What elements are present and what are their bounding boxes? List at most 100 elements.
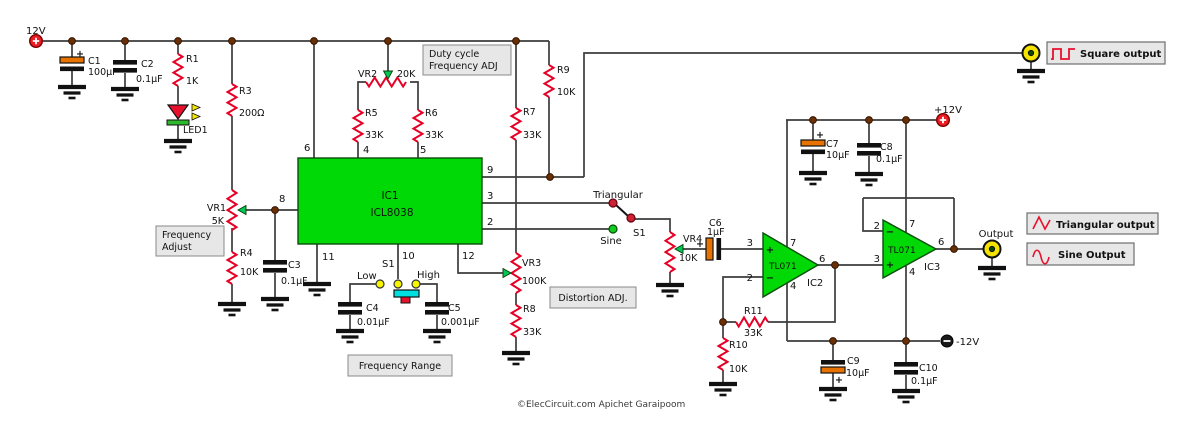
selector-pole-contact [626,213,636,223]
ic1-pin8: 8 [279,194,285,205]
ic2-pin7: 7 [790,238,796,249]
pot-vr3 [510,252,522,294]
junction-dot [174,37,182,45]
s1-freq-ref: S1 [382,259,395,270]
c4-value: 0.01µF [357,317,390,328]
callout-frequency-adjust [155,225,225,257]
wire-ic1-bottom [316,81,503,329]
ic2-plus-sign: + [766,245,774,256]
junction-dots [68,37,958,345]
c2-ref: C2 [141,59,154,70]
output-label: Output [979,229,1014,240]
c6-value: 1µF [707,227,725,238]
junction-dot [831,261,839,269]
ic2-minus-sign: − [766,273,774,284]
ic2-part: TL071 [768,262,797,272]
junction-dot [719,318,727,326]
vr2-value: 20K [397,69,416,80]
r4-ref: R4 [240,248,253,259]
wire-opamp-section [722,119,993,389]
c8-ref: C8 [880,142,893,153]
ground-icon [799,173,827,184]
resistor-r10 [717,337,729,371]
ic3-opamp-body [882,218,938,280]
callout-square-output [1046,41,1166,65]
triangular-output-label: Triangular output [1056,220,1155,231]
ic1-ref: IC1 [381,190,398,202]
r10-ref: R10 [729,340,748,351]
c9-value: 10µF [846,368,870,379]
ground-icon [855,174,883,185]
ground-icon [819,389,847,400]
resistor-r3 [226,83,238,117]
jack-main-output [982,239,1002,259]
c9-polarity: + [835,375,843,386]
callout-frequency-range [347,354,453,377]
ic1-pin3: 3 [487,191,493,202]
ground-icon [1017,71,1045,82]
vr1-wiper-arrow-icon [237,204,247,216]
junction-dot [271,206,279,214]
sine-output-label: Sine Output [1058,250,1126,261]
triangular-label: Triangular [592,190,644,201]
capacitor-c6 [705,237,722,261]
r7-ref: R7 [523,107,536,118]
ground-icon [218,304,246,315]
r7-value: 33K [523,130,542,141]
ic1-body [297,157,483,245]
r3-ref: R3 [239,86,252,97]
junction-dot [865,116,873,124]
ground-icon [502,353,530,364]
square-output-label: Square output [1080,49,1161,60]
pot-vr1 [226,189,238,231]
r9-ref: R9 [557,65,570,76]
c4-ref: C4 [366,303,379,314]
sine-label: Sine [600,236,622,247]
junction-dot [950,245,958,253]
ground-icon [656,285,684,296]
junction-dot [310,37,318,45]
r1-value: 1K [186,76,199,87]
triangle-wave-icon [1032,215,1051,231]
ic3-pin6: 6 [938,237,944,248]
selector-arm [615,204,629,217]
junction-dot [902,337,910,345]
ic1-pin4: 4 [363,145,369,156]
ground-icon [709,384,737,395]
ic2-opamp-body [762,231,820,299]
r5-value: 33K [365,130,384,141]
vr4-ref: VR4 [683,234,702,245]
duty-cycle-line2: Frequency ADJ [429,61,498,72]
sine-contact [608,224,618,234]
vr2-wiper-arrow-icon [382,70,394,80]
r9-value: 10K [557,87,576,98]
frequency-adjust-line1: Frequency [162,230,211,241]
triangular-contact [608,198,618,208]
ground-icon [164,141,192,152]
wire-selector-vr4 [632,218,763,283]
c7-value: 10µF [826,150,850,161]
ic3-part: TL071 [887,246,916,256]
c10-ref: C10 [919,363,938,374]
junction-dot [546,173,554,181]
ground-icon [261,299,289,310]
junction-dot [121,37,129,45]
credit-line: ©ElecCircuit.com Apichet Garaipoom [517,400,685,410]
s1-low-label: Low [357,271,377,282]
vr1-value: 5K [212,216,225,227]
c7-polarity: + [816,130,824,141]
c6-polarity: + [696,239,704,250]
c1-polarity: + [76,49,84,60]
c2-value: 0.1µF [136,74,163,85]
ic3-minus-sign: − [886,227,894,238]
vr2-ref: VR2 [358,69,377,80]
r1-ref: R1 [186,54,199,65]
vr3-wiper-arrow-icon [502,267,512,279]
pot-vr4 [664,231,676,273]
led1-ref: LED1 [183,125,208,136]
s1-wave-ref: S1 [633,228,646,239]
jack-square-output [1021,43,1041,63]
r8-value: 33K [523,327,542,338]
ground-icon [978,268,1006,279]
